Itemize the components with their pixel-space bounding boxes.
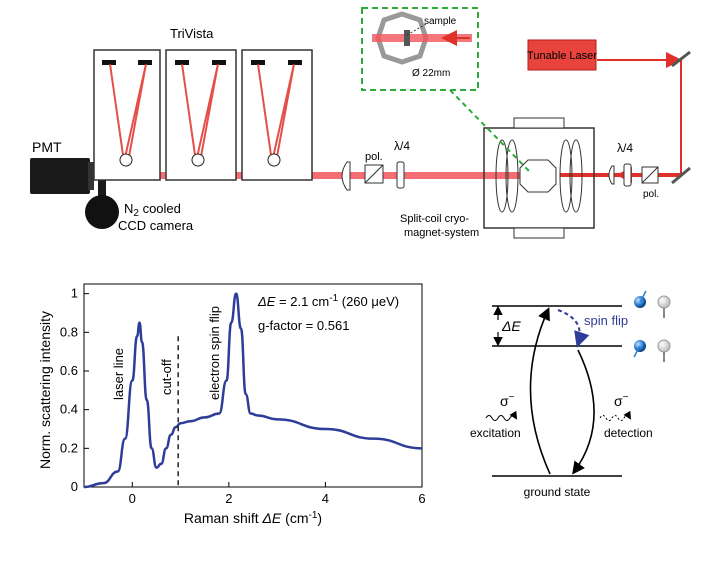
series-line — [83, 292, 423, 489]
cryomagnet — [483, 117, 595, 239]
sigma-excitation: σ− — [500, 392, 515, 409]
sample-inset: sample Ø 22mm — [361, 7, 479, 91]
hole-spin-up — [657, 295, 671, 309]
hole-spin-down — [657, 339, 671, 353]
x-tick-label: 4 — [322, 491, 329, 506]
ccd-label-line1: N2 cooled — [124, 201, 181, 219]
spectrometer-stage-1 — [93, 49, 161, 181]
pmt-window — [88, 162, 94, 190]
detection-photon-icon — [599, 410, 632, 421]
inset-sample-label: sample — [424, 16, 457, 27]
y-tick-label: 0.8 — [60, 324, 78, 339]
mirror-top — [671, 50, 691, 68]
pmt — [30, 158, 90, 194]
y-tick-label: 0 — [71, 479, 78, 494]
annotation-cutoff: cut-off — [159, 359, 174, 395]
excitation-photon-icon — [485, 410, 518, 421]
spin-flip-arrow — [557, 309, 590, 348]
y-tick-label: 0.2 — [60, 440, 78, 455]
pmt-label: PMT — [32, 139, 62, 155]
x-tick-label: 0 — [129, 491, 136, 506]
setup-schematic: Tunable Laser PMT N2 cooled CCD camera T… — [30, 7, 691, 239]
excitation-label: excitation — [470, 426, 521, 440]
delta-e-label: ΔE — [501, 318, 521, 334]
cryomagnet-label-line1: Split-coil cryo- — [400, 213, 469, 225]
polarizer-right-label: pol. — [643, 189, 659, 200]
detection-label: detection — [604, 426, 653, 440]
ccd-camera — [85, 195, 119, 229]
annotation-delta-e: ΔE = 2.1 cm-1 (260 μeV) — [257, 293, 399, 309]
quarter-wave-left-label: λ/4 — [394, 139, 410, 153]
y-tick-label: 0.6 — [60, 363, 78, 378]
sigma-detection: σ− — [614, 392, 629, 409]
x-tick-label: 6 — [418, 491, 425, 506]
cryomagnet-label-line2: magnet-system — [404, 227, 479, 239]
level-diagram: ΔE spin flip σ− excitation σ− detection … — [470, 290, 671, 499]
quarter-wave-left — [396, 161, 405, 189]
annotation-g-factor: g-factor = 0.561 — [258, 318, 349, 333]
annotation-laser-line: laser line — [111, 348, 126, 400]
laser-beam-main — [90, 172, 550, 179]
spectrometer-stage-2 — [165, 49, 237, 181]
raman-chart: 0 2 4 6 0 0.2 0.4 0.6 0.8 1 Norm. scattering inte… — [37, 283, 426, 526]
tunable-laser — [527, 39, 597, 71]
focus-lens — [608, 165, 615, 185]
spectrometer-stage-3 — [241, 49, 313, 181]
polarizer-left-label: pol. — [365, 151, 383, 163]
x-tick-label: 2 — [225, 491, 232, 506]
quarter-wave-right — [623, 163, 632, 187]
axis-x-label: Raman shift ΔE (cm-1) — [184, 510, 322, 526]
tunable-laser-label: Tunable Laser — [527, 50, 597, 62]
spin-flip-label: spin flip — [584, 313, 628, 328]
quarter-wave-right-label: λ/4 — [617, 141, 633, 155]
collection-lens — [341, 161, 351, 191]
chart-ticks: 0 2 4 6 0 0.2 0.4 0.6 0.8 1 — [60, 286, 426, 506]
ccd-label-line2: CCD camera — [118, 218, 194, 233]
ground-state-label: ground state — [524, 485, 591, 499]
mirror-bottom — [671, 166, 691, 185]
inset-diameter-label: Ø 22mm — [412, 68, 450, 79]
trivista-label: TriVista — [170, 26, 214, 41]
annotation-spin-flip: electron spin flip — [207, 306, 222, 400]
chart-axes-box — [83, 283, 423, 488]
inset-connector-1 — [449, 89, 531, 173]
detection-arc — [572, 349, 595, 475]
axis-y-label: Norm. scattering intensity — [37, 311, 53, 469]
excitation-arc — [529, 307, 551, 475]
y-tick-label: 0.4 — [60, 402, 78, 417]
ccd-neck — [98, 180, 106, 200]
y-tick-label: 1 — [71, 286, 78, 301]
